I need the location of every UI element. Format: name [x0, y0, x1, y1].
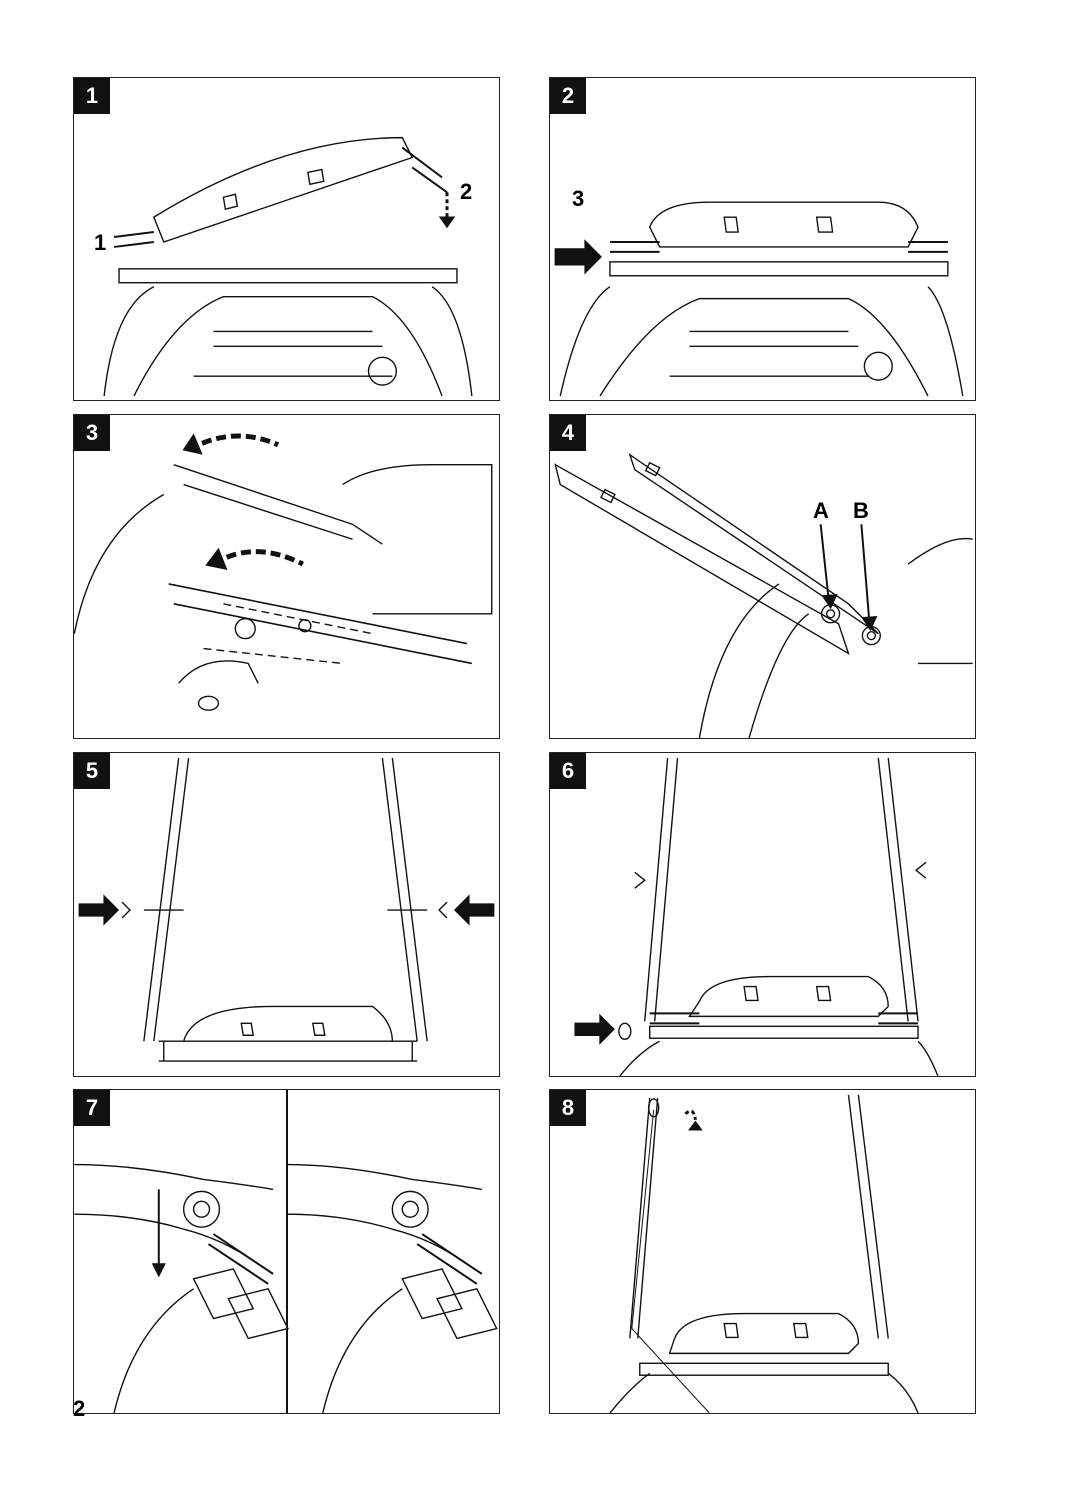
illustration-grass-bag-lid-open	[103, 136, 473, 397]
illustration-handle-knobs-mounting	[78, 757, 495, 1062]
figure-5: 5	[73, 752, 500, 1077]
figure-badge: 1	[74, 78, 110, 114]
figure-6: 6	[549, 752, 976, 1077]
figure-1: 1 1 2	[73, 77, 500, 401]
figure-badge: 6	[550, 753, 586, 789]
illustration-handle-assembled-lid	[574, 757, 939, 1076]
figure-2: 2 3	[549, 77, 976, 401]
illustration-cable-clip-attach	[74, 1090, 498, 1413]
figure-badge: 7	[74, 1090, 110, 1126]
figure-badge: 4	[550, 415, 586, 451]
figure-3: 3	[73, 414, 500, 739]
callout-label: B	[853, 498, 869, 523]
page-number: 2	[73, 1396, 86, 1421]
figure-7: 7	[73, 1089, 500, 1414]
figure-4: 4 A B	[549, 414, 976, 739]
callout-label: 1	[94, 230, 107, 255]
figure-badge: 5	[74, 753, 110, 789]
figure-8: 8	[549, 1089, 976, 1414]
callout-label: 3	[572, 186, 585, 211]
figure-badge: 8	[550, 1090, 586, 1126]
callout-label: A	[813, 498, 829, 523]
figure-badge: 2	[550, 78, 586, 114]
callout-label: 2	[460, 179, 473, 204]
illustration-handle-bolts	[554, 453, 973, 738]
illustration-cable-routing	[609, 1094, 919, 1413]
illustration-grass-bag-lid-closed	[554, 201, 964, 397]
illustration-handle-fold-detail	[74, 433, 493, 711]
figure-badge: 3	[74, 415, 110, 451]
